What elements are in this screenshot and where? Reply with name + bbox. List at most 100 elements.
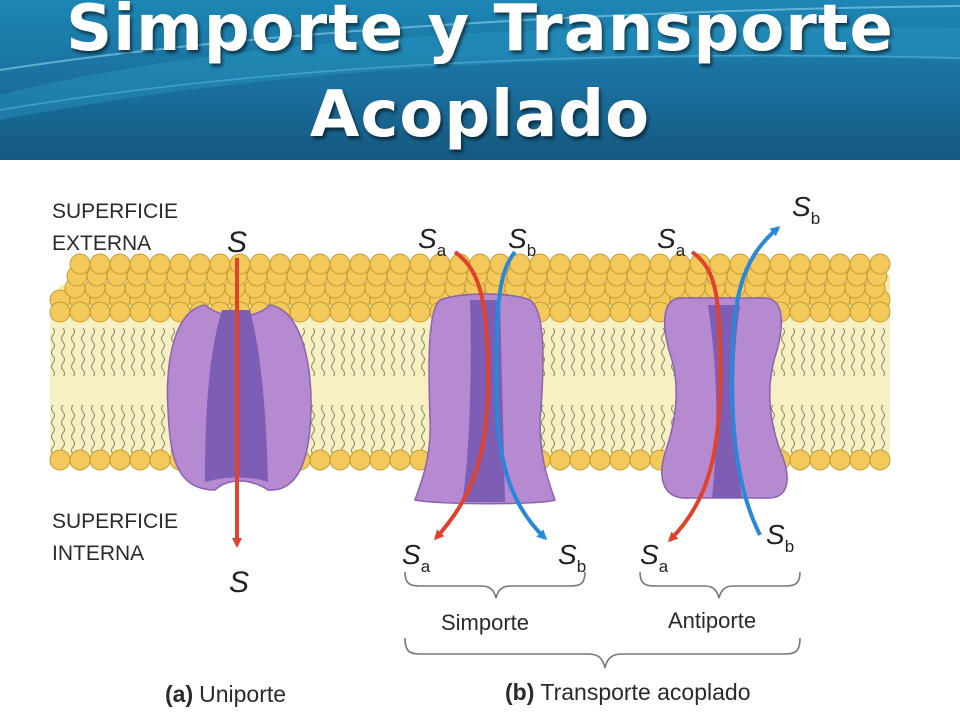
lipid-head <box>329 301 351 323</box>
lipid-head <box>849 301 871 323</box>
lipid-head <box>269 253 291 275</box>
lipid-head <box>549 449 571 471</box>
symport-arrow-a <box>434 250 491 541</box>
lipid-head <box>629 449 651 471</box>
lipid-head <box>789 449 811 471</box>
antiporte-brace <box>639 571 801 599</box>
lipid-head <box>369 449 391 471</box>
lipid-head <box>849 253 871 275</box>
lipid-head <box>169 253 191 275</box>
lipid-head <box>69 253 91 275</box>
symport-sa-inside: Sa <box>402 539 431 576</box>
lipid-head <box>549 253 571 275</box>
lipid-head <box>309 301 331 323</box>
lipid-head <box>309 253 331 275</box>
lipid-head-groups <box>49 253 891 471</box>
lipid-head <box>129 449 151 471</box>
lipid-head <box>589 253 611 275</box>
lipid-head <box>809 449 831 471</box>
symport-sb-outside: Sb <box>508 223 536 260</box>
lipid-head <box>869 253 891 275</box>
lipid-head <box>109 253 131 275</box>
lipid-head <box>789 253 811 275</box>
symport-sb-inside: Sb <box>558 539 586 576</box>
lipid-head <box>369 253 391 275</box>
lipid-head <box>329 449 351 471</box>
lipid-head <box>869 449 891 471</box>
lipid-head <box>69 449 91 471</box>
symport-arrow-b <box>493 250 548 541</box>
page-title-line-1: Simporte y Transporte <box>66 0 894 66</box>
uniporte-caption: (a)Uniporte <box>165 681 286 707</box>
uniporter-protein <box>166 304 312 491</box>
lipid-head <box>609 449 631 471</box>
outer-surface-label-1: SUPERFICIE <box>52 200 178 223</box>
lipid-head <box>389 301 411 323</box>
antiporter-protein <box>661 297 788 499</box>
banner-swoosh <box>0 5 960 120</box>
lipid-head <box>409 253 431 275</box>
lipid-head <box>89 253 111 275</box>
lipid-head <box>149 449 171 471</box>
lipid-head <box>149 253 171 275</box>
lipid-head <box>569 449 591 471</box>
lipid-head <box>609 301 631 323</box>
coupled-transport-caption: (b)Transporte acoplado <box>505 679 751 705</box>
lipid-head <box>129 301 151 323</box>
lipid-head <box>629 253 651 275</box>
page-title-line-2: Acoplado <box>309 78 651 152</box>
lipid-head <box>369 301 391 323</box>
lipid-head <box>289 301 311 323</box>
lipid-head <box>309 449 331 471</box>
lipid-head <box>289 253 311 275</box>
lipid-head <box>849 449 871 471</box>
antiporte-label: Antiporte <box>668 608 756 633</box>
substrate-s-outside: S <box>227 226 247 259</box>
symporter-protein <box>414 293 556 505</box>
lipid-head <box>189 253 211 275</box>
lipid-head <box>829 253 851 275</box>
lipid-head <box>589 449 611 471</box>
lipid-head <box>149 301 171 323</box>
coupled-transport-brace <box>404 637 801 669</box>
lipid-head <box>609 253 631 275</box>
lipid-head <box>569 301 591 323</box>
lipid-head <box>69 301 91 323</box>
lipid-head <box>389 449 411 471</box>
lipid-head <box>49 301 71 323</box>
simporte-label: Simporte <box>441 610 529 635</box>
lipid-head <box>569 253 591 275</box>
lipid-head <box>409 301 431 323</box>
outer-surface-label-2: EXTERNA <box>52 232 151 255</box>
lipid-head <box>349 301 371 323</box>
lipid-head <box>589 301 611 323</box>
lipid-head <box>549 301 571 323</box>
braces <box>404 571 801 669</box>
antiport-sa-inside: Sa <box>640 539 669 576</box>
simporte-brace <box>404 571 586 599</box>
lipid-head <box>869 301 891 323</box>
lipid-head <box>809 253 831 275</box>
lipid-head <box>829 449 851 471</box>
antiport-arrow-b <box>729 226 781 536</box>
membrane-transport-diagram: SUPERFICIE EXTERNA SUPERFICIE INTERNA S … <box>49 191 891 707</box>
lipid-head <box>389 253 411 275</box>
lipid-head <box>89 449 111 471</box>
lipid-head <box>249 253 271 275</box>
antiport-arrow-a <box>667 250 723 543</box>
lipid-head <box>109 449 131 471</box>
transport-arrows <box>232 226 781 548</box>
lipid-head <box>629 301 651 323</box>
lipid-head <box>89 301 111 323</box>
antiport-sa-outside: Sa <box>657 223 686 260</box>
lipid-head <box>329 253 351 275</box>
lipid-head <box>349 449 371 471</box>
substrate-s-inside: S <box>229 566 249 599</box>
lipid-head <box>829 301 851 323</box>
lipid-head <box>649 253 671 275</box>
lipid-head <box>349 253 371 275</box>
lipid-head <box>709 253 731 275</box>
antiport-sb-outside: Sb <box>792 191 820 228</box>
antiport-sb-inside: Sb <box>766 519 794 556</box>
symport-sa-outside: Sa <box>418 223 447 260</box>
